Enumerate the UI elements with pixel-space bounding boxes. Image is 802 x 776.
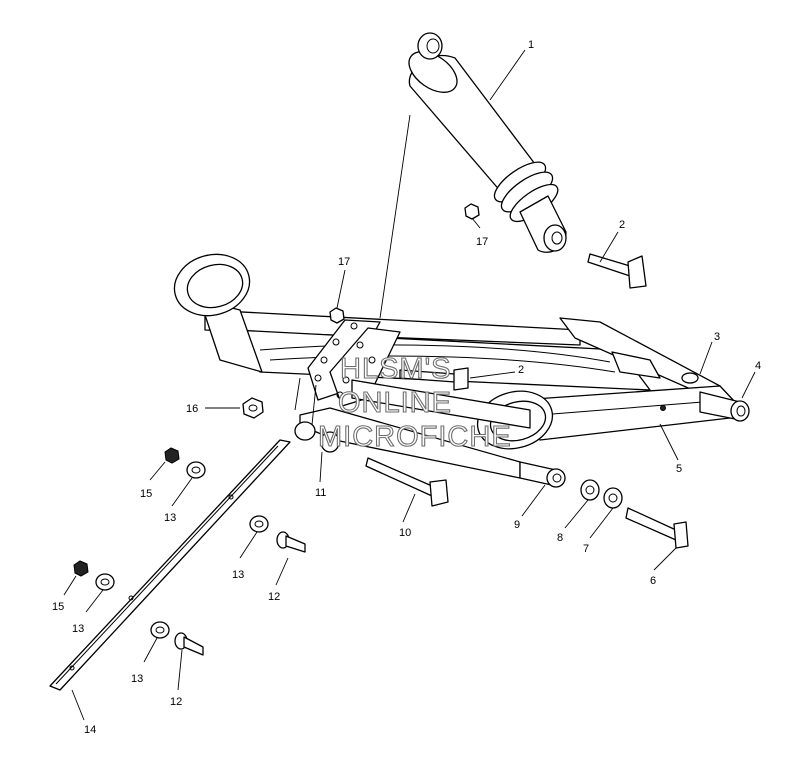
callout-15-b: 15 xyxy=(52,601,64,613)
bolt-10[interactable] xyxy=(365,457,449,507)
bolt-2-middle[interactable] xyxy=(399,367,469,391)
nut-17-plate[interactable] xyxy=(329,307,345,324)
watermark-line-1: HLSM'S xyxy=(340,353,451,385)
washer-13-d[interactable] xyxy=(150,621,170,639)
callout-12-lower: 12 xyxy=(170,696,182,708)
watermark-line-3: MICROFICHE xyxy=(318,421,512,453)
bolt-2-top[interactable] xyxy=(587,253,647,289)
nut-17-top[interactable] xyxy=(464,203,480,220)
callout-3: 3 xyxy=(714,331,720,343)
watermark-line-2: ONLINE xyxy=(338,387,452,419)
washer-13-b[interactable] xyxy=(249,515,269,533)
callout-5: 5 xyxy=(676,463,682,475)
callout-11: 11 xyxy=(315,487,326,499)
rivet-12-upper[interactable] xyxy=(276,531,306,553)
callout-13-c: 13 xyxy=(72,623,84,635)
leader-lines xyxy=(63,49,756,721)
callout-7: 7 xyxy=(583,543,589,555)
callout-9: 9 xyxy=(514,519,520,531)
shock-absorber[interactable] xyxy=(402,32,567,253)
washer-8[interactable] xyxy=(580,479,600,501)
nut-15-a[interactable] xyxy=(164,447,180,464)
callout-2-top: 2 xyxy=(619,219,625,231)
callout-17-top: 17 xyxy=(476,236,488,248)
callouts: 1 2 2 3 4 5 6 7 8 9 10 11 12 12 13 13 13… xyxy=(52,39,761,736)
mount-plates[interactable] xyxy=(307,319,401,407)
callout-4: 4 xyxy=(755,360,761,372)
washer-7[interactable] xyxy=(603,487,623,509)
slide-rail-14[interactable] xyxy=(49,439,291,691)
callout-13-a: 13 xyxy=(164,512,176,524)
nut-16[interactable] xyxy=(242,397,264,419)
callout-17-plate: 17 xyxy=(338,256,350,268)
callout-13-b: 13 xyxy=(232,569,244,581)
callout-14: 14 xyxy=(84,724,96,736)
callout-1: 1 xyxy=(528,39,534,51)
nut-15-b[interactable] xyxy=(73,560,89,577)
callout-12-upper: 12 xyxy=(268,591,280,603)
callout-2-middle: 2 xyxy=(518,364,524,376)
callout-16: 16 xyxy=(186,403,198,415)
watermark: HLSM'S ONLINE MICROFICHE xyxy=(317,352,512,453)
callout-6: 6 xyxy=(650,575,656,587)
axle-end[interactable] xyxy=(681,372,750,422)
rivet-12-lower[interactable] xyxy=(174,632,204,656)
callout-13-d: 13 xyxy=(131,673,143,685)
washer-13-c[interactable] xyxy=(95,573,115,591)
washer-13-a[interactable] xyxy=(186,461,206,479)
bushing-tube-9[interactable] xyxy=(519,461,566,488)
callout-10: 10 xyxy=(399,527,411,539)
callout-8: 8 xyxy=(557,532,563,544)
bolt-6[interactable] xyxy=(625,507,689,549)
callout-15-a: 15 xyxy=(140,488,152,500)
